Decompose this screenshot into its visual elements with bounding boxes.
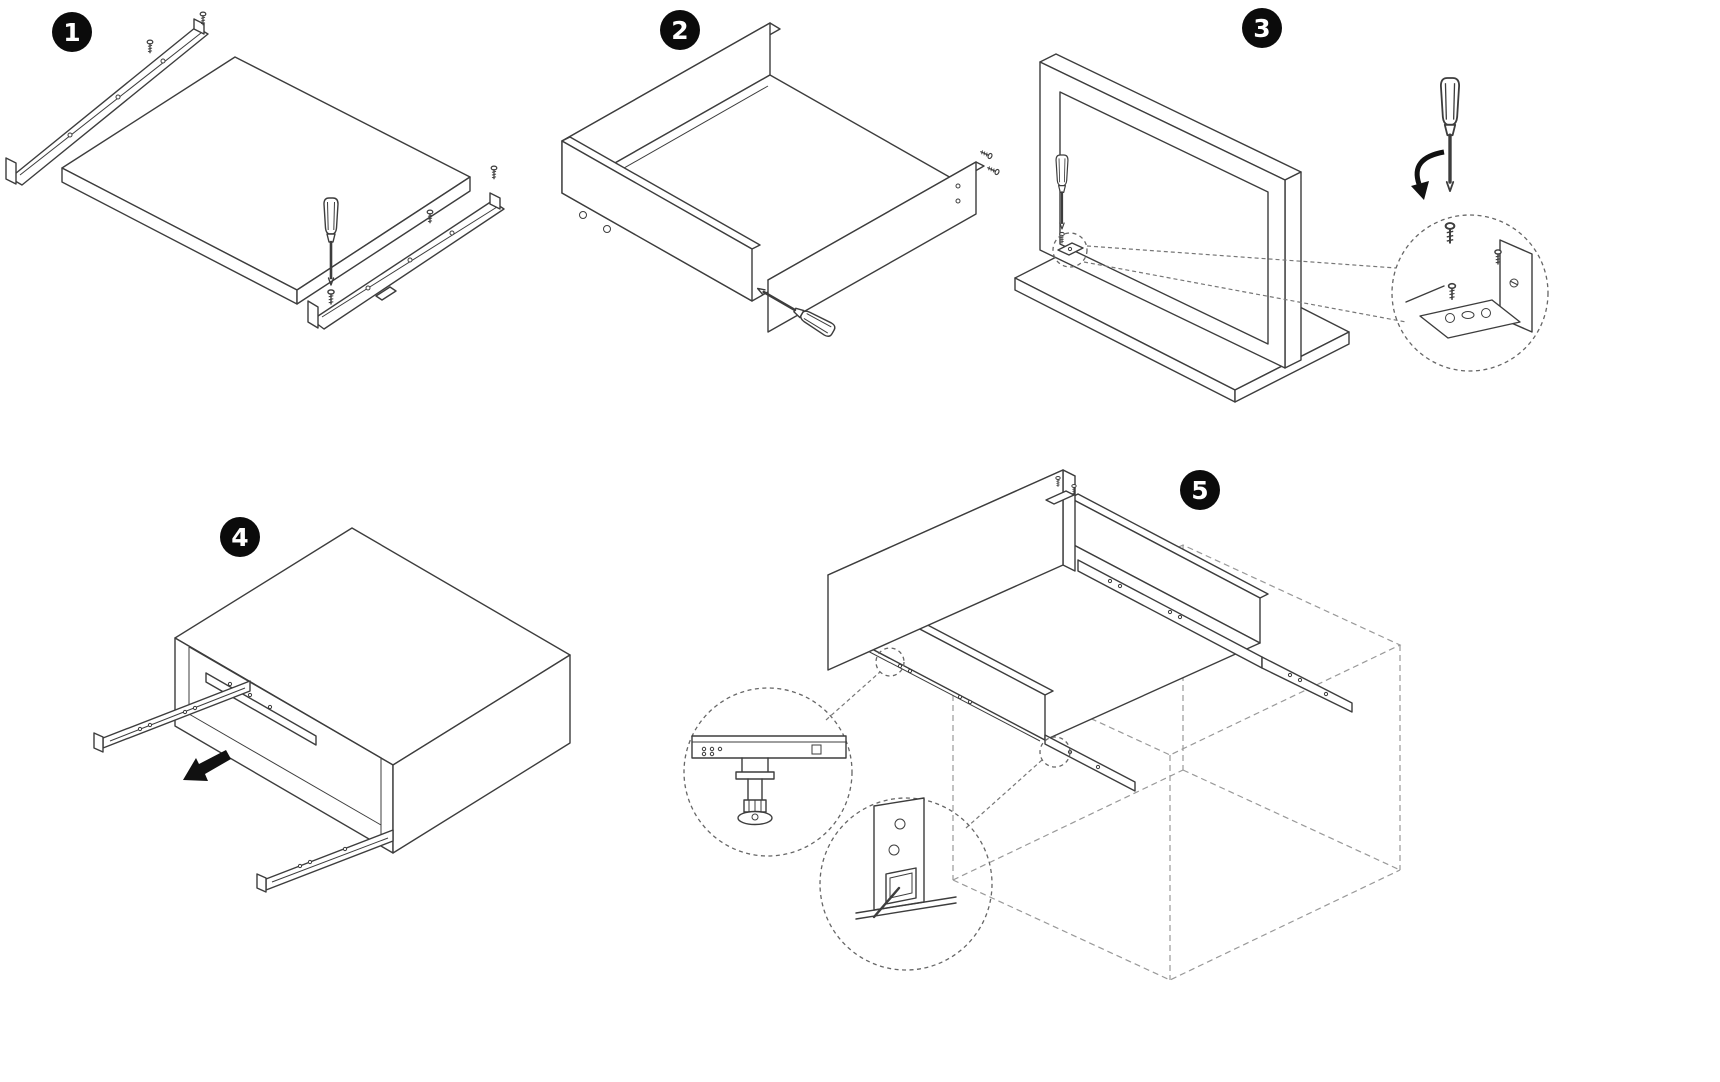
drawer-assembly — [854, 493, 1353, 792]
detail-callout — [1391, 214, 1549, 372]
callout-leader-line — [825, 671, 881, 721]
screw-icon — [1447, 249, 1502, 300]
slide-rail-extended — [256, 829, 394, 893]
screw-icon — [979, 148, 1001, 176]
step-4-illustration — [93, 527, 571, 893]
step-4-badge: 4 — [220, 517, 260, 557]
screw-icon — [1444, 222, 1456, 244]
step-3-illustration — [1014, 53, 1549, 403]
step-number: 5 — [1191, 475, 1209, 505]
step-1-badge: 1 — [52, 12, 92, 52]
detail-source-circle — [875, 647, 905, 677]
drawer-frame — [1039, 53, 1302, 369]
corner-bracket — [1057, 242, 1084, 256]
drawer-bottom-panel — [61, 56, 471, 305]
step-number: 1 — [63, 17, 81, 47]
step-number: 2 — [671, 15, 689, 45]
step-2-illustration — [561, 22, 1001, 340]
callout-leader-line — [1083, 261, 1407, 323]
step-3-badge: 3 — [1242, 8, 1282, 48]
callout-leader-line — [1086, 245, 1397, 269]
detail-callout — [683, 687, 853, 857]
drawer-slide-rail — [307, 192, 505, 330]
callout-leader-line — [965, 759, 1043, 829]
drawer-back-panel — [767, 161, 985, 333]
detail-callout — [819, 797, 993, 971]
step-number: 4 — [231, 522, 249, 552]
step-5-illustration — [683, 469, 1402, 981]
detail-source-circle — [1039, 736, 1071, 768]
step-1-illustration — [5, 11, 505, 330]
screwdriver-icon — [1439, 76, 1461, 193]
drawer-slide-rail — [5, 18, 209, 186]
slide-rail-extended — [93, 680, 251, 753]
step-2-badge: 2 — [660, 10, 700, 50]
drawer-box — [561, 22, 961, 302]
rotation-arrow-icon — [1411, 149, 1445, 200]
step-5-badge: 5 — [1180, 470, 1220, 510]
direction-arrow-icon — [183, 750, 231, 781]
step-number: 3 — [1253, 13, 1271, 43]
detail-source-circle — [1052, 232, 1088, 268]
slide-bracket — [1045, 490, 1075, 505]
